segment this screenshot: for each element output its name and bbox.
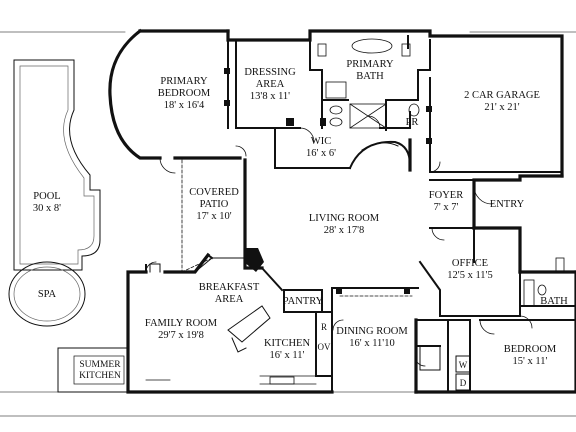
family-room-name: FAMILY ROOM: [144, 318, 218, 329]
kitchen-size: 16' x 11': [269, 350, 305, 361]
wic-size: 16' x 6': [305, 148, 337, 159]
foyer-name: FOYER: [428, 190, 464, 201]
covered-patio-name-1: COVERED: [189, 187, 239, 198]
primary-bedroom-label: PRIMARY BEDROOM 18' x 16'4: [158, 76, 211, 112]
breakfast-area-name-1: BREAKFAST: [198, 282, 260, 293]
living-room-size: 28' x 17'8: [323, 225, 365, 236]
office-size: 12'5 x 11'5: [447, 270, 493, 281]
dining-room-name: DINING ROOM: [336, 326, 408, 337]
spa-name: SPA: [37, 289, 57, 300]
primary-bedroom-name-2: BEDROOM: [157, 88, 211, 99]
family-room-size: 29'7 x 19'8: [158, 330, 204, 341]
covered-patio-name-2: PATIO: [199, 199, 229, 210]
wic-name: WIC: [310, 136, 332, 147]
kitchen-name: KITCHEN: [263, 338, 311, 349]
patio-edge: [181, 159, 413, 297]
breakfast-area-name-2: AREA: [214, 294, 244, 305]
summer-kitchen-name-1: SUMMER: [79, 360, 121, 370]
office-label: OFFICE 12'5 x 11'5: [447, 258, 492, 282]
living-arc: [348, 140, 412, 170]
entry-label: ENTRY: [490, 199, 524, 211]
spa-label: SPA: [38, 289, 56, 301]
primary-bath-name-1: PRIMARY: [346, 59, 394, 70]
pantry-name: PANTRY: [282, 296, 324, 307]
oven-label: OV: [317, 342, 331, 352]
covered-patio-size: 17' x 10': [196, 211, 232, 222]
dryer-label: D: [459, 378, 467, 388]
garage-size: 21' x 21': [484, 102, 520, 113]
washer-label: W: [458, 360, 468, 370]
living-room-name: LIVING ROOM: [308, 213, 380, 224]
pool-size: 30 x 8': [32, 203, 62, 214]
bedroom-size: 15' x 11': [512, 356, 548, 367]
breakfast-area-label: BREAKFAST AREA: [199, 282, 259, 306]
pr-name: PR: [405, 117, 419, 128]
summer-kitchen-label: SUMMER KITCHEN: [79, 360, 121, 382]
bedroom-label: BEDROOM 15' x 11': [504, 344, 557, 368]
primary-bath-name-2: BATH: [356, 71, 384, 82]
dining-room-label: DINING ROOM 16' x 11'10: [336, 326, 407, 350]
dressing-area-label: DRESSING AREA 13'8 x 11': [244, 67, 295, 103]
family-room-label: FAMILY ROOM 29'7 x 19'8: [145, 318, 217, 342]
primary-bedroom-name-1: PRIMARY: [160, 76, 208, 87]
powder-room-label: PR: [406, 117, 419, 129]
dressing-area-size: 13'8 x 11': [249, 91, 291, 102]
breakfast-bay: [149, 257, 246, 273]
garage-label: 2 CAR GARAGE 21' x 21': [464, 90, 540, 114]
kitchen-island: [227, 305, 271, 353]
bath-fixtures: [317, 38, 565, 307]
primary-bedroom-size: 18' x 16'4: [163, 100, 205, 111]
dressing-area-name-1: DRESSING: [244, 67, 296, 78]
foyer-size: 7' x 7': [433, 202, 459, 213]
covered-patio-label: COVERED PATIO 17' x 10': [189, 187, 239, 223]
kitchen-label: KITCHEN 16' x 11': [264, 338, 310, 362]
wic-label: WIC 16' x 6': [306, 136, 336, 160]
pantry-label: PANTRY: [283, 296, 323, 308]
entry-name: ENTRY: [489, 199, 525, 210]
interior-walls: [145, 35, 576, 393]
dining-room-size: 16' x 11'10: [349, 338, 395, 349]
refrigerator-label: R: [320, 322, 328, 332]
foyer-label: FOYER 7' x 7': [429, 190, 463, 214]
laundry-boxes: [419, 345, 471, 391]
summer-kitchen-name-2: KITCHEN: [79, 371, 121, 381]
pool-name: POOL: [33, 191, 61, 202]
door-swings: [145, 115, 533, 367]
primary-bath-label: PRIMARY BATH: [346, 59, 393, 83]
pool-label: POOL 30 x 8': [33, 191, 61, 215]
bedroom-name: BEDROOM: [503, 344, 557, 355]
office-name: OFFICE: [451, 258, 489, 269]
bath-label: BATH: [540, 296, 567, 308]
columns: [224, 68, 432, 294]
dressing-area-name-2: AREA: [255, 79, 285, 90]
living-room-label: LIVING ROOM 28' x 17'8: [309, 213, 379, 237]
counters: [145, 375, 317, 385]
garage-name: 2 CAR GARAGE: [464, 90, 540, 101]
bath-name: BATH: [540, 296, 568, 307]
pool-outline: [8, 59, 101, 327]
